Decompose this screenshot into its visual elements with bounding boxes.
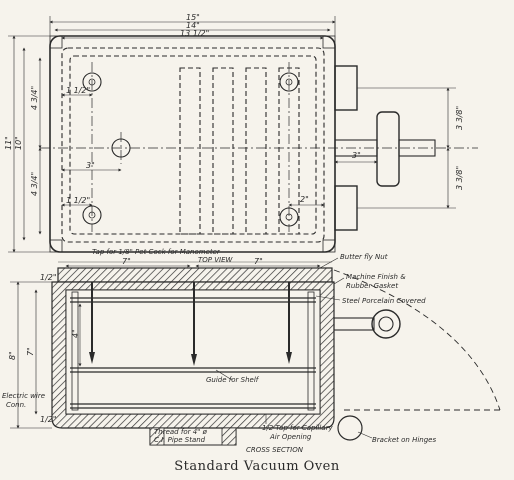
dim-shelf-spacing-b: 7": [254, 257, 263, 266]
dim-inner-width2: 13 1/2": [180, 29, 209, 38]
dim-bracket-upper: 3 3/8": [455, 106, 464, 130]
dim-overall-height: 11": [4, 136, 13, 150]
dim-stem-length: 3": [352, 151, 361, 160]
dim-bracket-lower: 3 3/8": [455, 166, 464, 190]
dim-upper-half: 4 3/4": [30, 86, 39, 110]
view-label-cross: CROSS SECTION: [246, 446, 304, 454]
drawing-caption: Standard Vacuum Oven: [174, 459, 340, 474]
label-butterfly-nut: Butter fly Nut: [340, 253, 388, 261]
dim-hole-offset-a: 1 1/2": [66, 86, 90, 95]
door-handle: [333, 309, 401, 339]
dim-corner-b: 1/2": [40, 415, 57, 424]
dim-inner-height: 10": [14, 136, 23, 150]
dim-lower-half: 4 3/4": [30, 172, 39, 196]
body-hidden-outline: [61, 47, 325, 243]
dim-hole-offset-b: 1 1/2": [66, 196, 90, 205]
dimension-labels: 15" 14" 13 1/2" 11" 10" 4 3/4" 4 3/4" 1 …: [4, 13, 464, 424]
heating-rods: [91, 282, 290, 362]
dim-overall-width: 15": [186, 13, 200, 22]
dim-shelf-spacing-a: 7": [122, 257, 131, 266]
label-electric-2: Conn.: [6, 401, 26, 409]
label-capillary-2: Air Opening: [269, 433, 312, 441]
label-thread-1: Thread for 4" ø: [154, 428, 208, 436]
dim-rod-length: 4": [71, 329, 80, 338]
label-bracket: Bracket on Hinges: [372, 436, 436, 444]
label-pet-cock: Tap for 1/8" Pet Cock for Manometer: [92, 248, 221, 256]
label-guide-shelf: Guide for Shelf: [206, 376, 260, 384]
dim-inner-width: 14": [186, 21, 200, 30]
bracket-hinge: [337, 415, 363, 441]
dim-corner-a: 1/2": [40, 273, 57, 282]
top-view: [8, 16, 478, 253]
cross-section: [10, 257, 501, 446]
dim-oven-height: 8": [8, 351, 17, 360]
section-lid: [57, 267, 333, 283]
view-label-top: TOP VIEW: [198, 256, 234, 264]
label-capillary-1: 1/2 Tap for Capillary: [262, 424, 333, 432]
label-gasket-1: Machine Finish &: [346, 273, 406, 281]
label-gasket-2: Rubber Gasket: [346, 282, 398, 290]
door-swing-arc: [333, 269, 501, 411]
heater-strips: [179, 67, 300, 235]
label-thread-2: C.I. Pipe Stand: [154, 436, 206, 444]
label-electric-1: Electric wire: [2, 392, 45, 400]
dim-right-offset: 2": [300, 195, 309, 204]
dim-center-spacing: 3": [86, 161, 95, 170]
side-fittings: [334, 65, 436, 231]
label-porcelain: Steel Porcelain Covered: [342, 297, 426, 305]
dim-inner-depth: 7": [26, 347, 35, 356]
callout-labels: TOP VIEW Tap for 1/8" Pet Cock for Manom…: [2, 248, 436, 454]
